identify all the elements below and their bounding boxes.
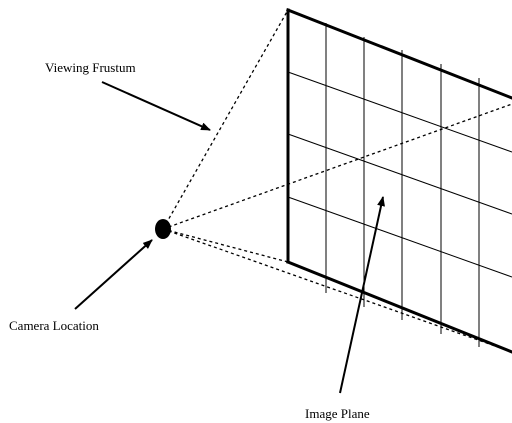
grid-line	[287, 133, 512, 215]
camera-location-label: Camera Location	[9, 318, 99, 333]
frustum-edge	[162, 103, 512, 230]
camera-point-icon	[155, 219, 171, 239]
image-plane-arrow	[339, 196, 385, 394]
camera-arrow	[74, 239, 153, 310]
grid-line	[287, 196, 512, 278]
image-plane-frame	[286, 8, 512, 354]
frame-top-edge	[286, 8, 512, 100]
frustum-edge	[162, 228, 512, 353]
image-plane-vertical-grid	[325, 23, 480, 347]
viewing-frustum-lines	[162, 9, 512, 353]
viewing-frustum-label: Viewing Frustum	[45, 60, 136, 75]
image-plane-label: Image Plane	[305, 406, 370, 421]
grid-line	[287, 71, 512, 153]
frustum-edge	[162, 228, 289, 263]
image-plane-horizontal-grid	[287, 71, 512, 278]
frustum-arrow	[101, 81, 211, 131]
frustum-edge	[162, 9, 289, 230]
frame-bottom-edge	[286, 260, 512, 354]
annotation-arrows	[74, 81, 385, 394]
